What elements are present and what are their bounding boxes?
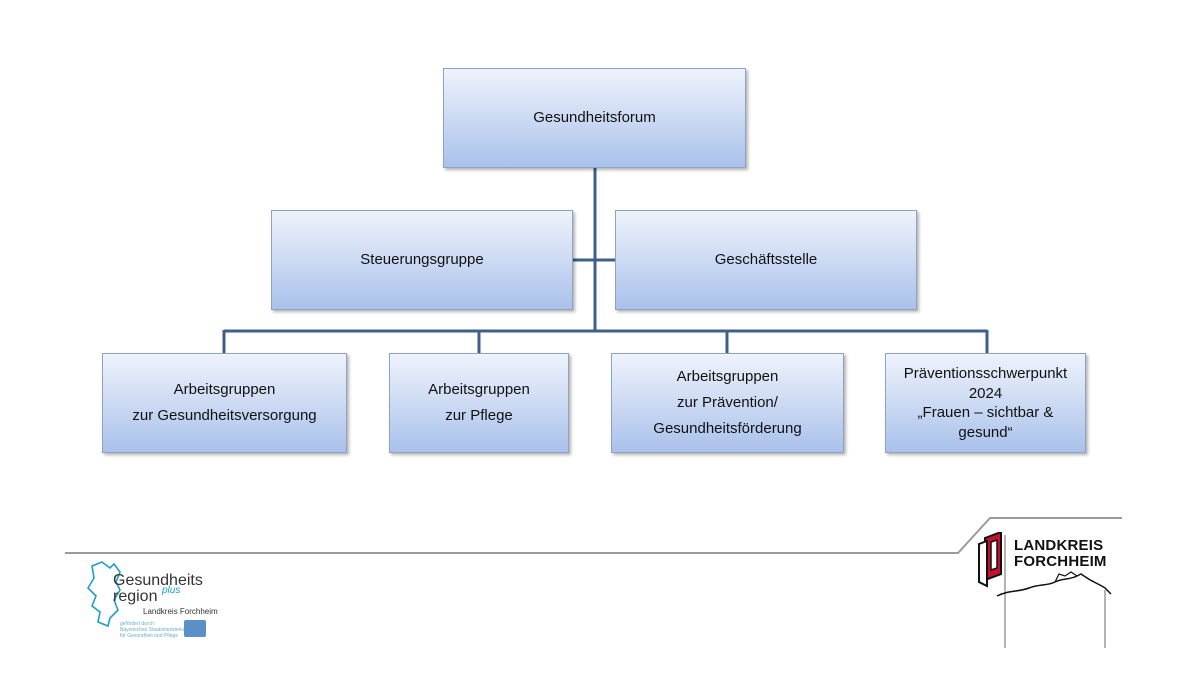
- box-ag-praevention: Arbeitsgruppen zur Prävention/ Gesundhei…: [611, 353, 844, 453]
- gesundheitsregion-plus: plus: [162, 585, 181, 596]
- box-label-line2: 2024: [968, 384, 1003, 402]
- box-label: Gesundheitsforum: [533, 108, 656, 126]
- box-label: Steuerungsgruppe: [360, 250, 484, 268]
- box-praeventionsschwerpunkt: Präventionsschwerpunkt 2024 „Frauen – si…: [885, 353, 1086, 453]
- box-gesundheitsforum: Gesundheitsforum: [443, 68, 746, 168]
- box-label-line1: Arbeitsgruppen: [173, 380, 276, 398]
- landkreis-title-2: FORCHHEIM: [1014, 553, 1107, 570]
- box-label-line1: Arbeitsgruppen: [676, 367, 779, 385]
- box-label-line1: Präventionsschwerpunkt: [903, 365, 1068, 382]
- box-ag-gesundheitsversorgung: Arbeitsgruppen zur Gesundheitsversorgung: [102, 353, 347, 453]
- box-label-line1: Arbeitsgruppen: [428, 380, 530, 398]
- box-label: Geschäftsstelle: [714, 250, 818, 268]
- landkreis-emblem-icon: [978, 532, 1002, 588]
- box-label-line4: gesund“: [958, 423, 1013, 441]
- bavaria-map-icon: [86, 561, 121, 628]
- box-steuerungsgruppe: Steuerungsgruppe: [271, 210, 573, 310]
- box-label-line2: zur Pflege: [445, 407, 513, 424]
- box-label-line2: zur Prävention/: [677, 393, 778, 411]
- gesundheitsregion-small-3: für Gesundheit und Pflege: [120, 633, 179, 639]
- landkreis-title-1: LANDKREIS: [1014, 537, 1104, 554]
- box-ag-pflege: Arbeitsgruppen zur Pflege: [389, 353, 569, 453]
- gesundheitsregion-title-1: Gesundheits: [113, 572, 203, 589]
- box-label-line2: zur Gesundheitsversorgung: [132, 407, 317, 424]
- box-label-line3: Gesundheitsförderung: [653, 420, 802, 438]
- bavaria-crest-icon: [184, 620, 206, 637]
- gesundheitsregion-small-1: gefördert durch: [120, 621, 154, 627]
- box-label-line3: „Frauen – sichtbar &: [917, 404, 1054, 421]
- gesundheitsregion-subtitle: Landkreis Forchheim: [143, 607, 218, 616]
- landscape-outline-icon: [996, 571, 1112, 597]
- gesundheitsregion-title-2: region: [113, 588, 158, 605]
- box-geschaeftsstelle: Geschäftsstelle: [615, 210, 917, 310]
- gesundheitsregion-small-2: Bayerisches Staatsministerium: [120, 627, 189, 633]
